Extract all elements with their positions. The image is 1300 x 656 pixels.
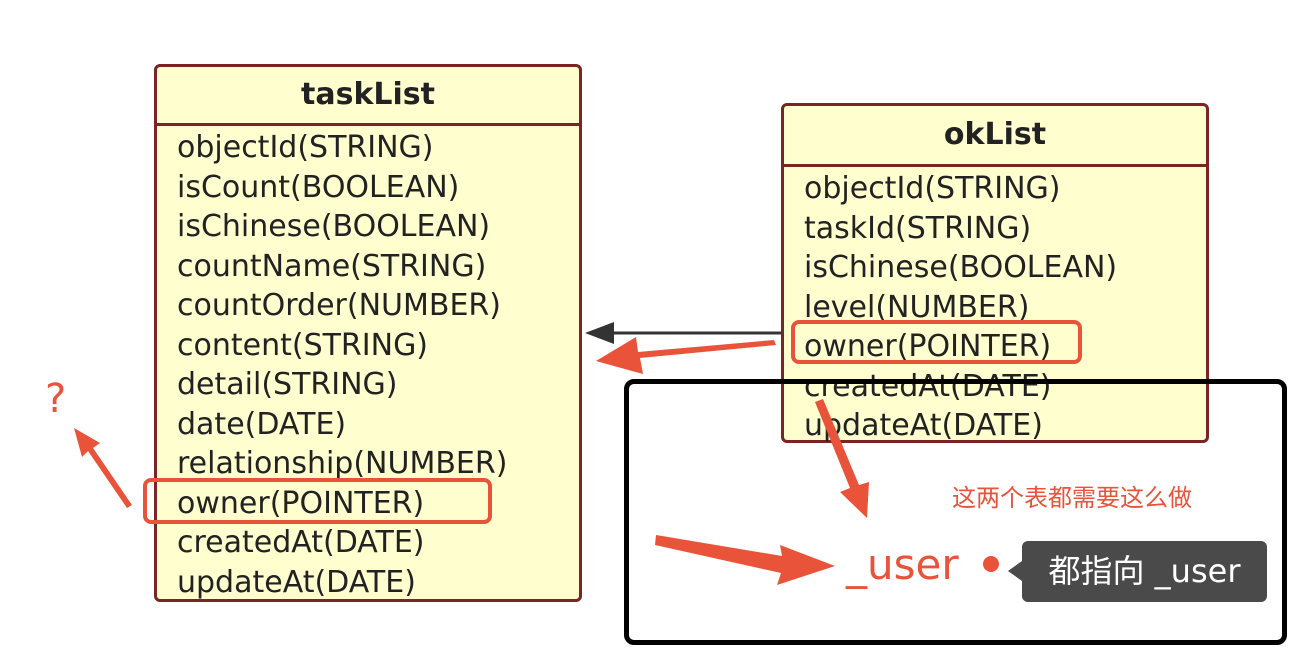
tasklist-field: isChinese(BOOLEAN) xyxy=(177,209,491,244)
red-arrow-down xyxy=(815,399,869,518)
oklist-owner-highlight xyxy=(791,320,1082,364)
oklist-title: okList xyxy=(784,106,1206,167)
tooltip: 都指向 _user xyxy=(1022,541,1267,602)
oklist-fields: objectId(STRING) taskId(STRING) isChines… xyxy=(784,167,1206,446)
oklist-field: isChinese(BOOLEAN) xyxy=(804,250,1118,285)
tooltip-pointer xyxy=(1008,561,1022,581)
oklist-field: level(NUMBER) xyxy=(804,289,1030,325)
tasklist-field: content(STRING) xyxy=(177,327,429,363)
user-target-label: _user xyxy=(846,540,959,589)
oklist-field: taskId(STRING) xyxy=(804,210,1032,246)
tasklist-field: countOrder(NUMBER) xyxy=(177,288,501,323)
relation-arrowhead xyxy=(585,322,614,344)
tasklist-field: countName(STRING) xyxy=(177,248,487,284)
red-arrow-right xyxy=(655,535,835,585)
oklist-field: objectId(STRING) xyxy=(804,171,1061,206)
tasklist-field: relationship(NUMBER) xyxy=(177,446,508,481)
tasklist-field: updateAt(DATE) xyxy=(177,564,416,600)
tasklist-field: detail(STRING) xyxy=(177,367,398,402)
tasklist-title: taskList xyxy=(157,67,579,126)
oklist-entity: okList objectId(STRING) taskId(STRING) i… xyxy=(781,103,1209,443)
tasklist-owner-highlight xyxy=(143,478,492,524)
tasklist-field-owner: owner(POINTER) xyxy=(177,485,425,521)
tasklist-field: objectId(STRING) xyxy=(177,130,434,165)
oklist-field-owner: owner(POINTER) xyxy=(804,329,1052,364)
tasklist-field: createdAt(DATE) xyxy=(177,525,425,560)
focus-box xyxy=(624,379,1287,645)
red-arrow-question xyxy=(74,428,132,508)
oklist-field: updateAt(DATE) xyxy=(804,408,1043,443)
oklist-field: createdAt(DATE) xyxy=(804,368,1052,404)
tasklist-field: date(DATE) xyxy=(177,406,347,442)
red-arrow-to-tasklist xyxy=(596,337,776,374)
question-mark-note: ? xyxy=(45,376,67,422)
both-tables-note: 这两个表都需要这么做 xyxy=(952,484,1192,512)
tasklist-field: isCount(BOOLEAN) xyxy=(177,169,460,205)
tooltip-anchor-dot[interactable] xyxy=(983,556,999,572)
tasklist-entity: taskList objectId(STRING) isCount(BOOLEA… xyxy=(154,64,582,602)
tasklist-fields: objectId(STRING) isCount(BOOLEAN) isChin… xyxy=(157,126,579,602)
